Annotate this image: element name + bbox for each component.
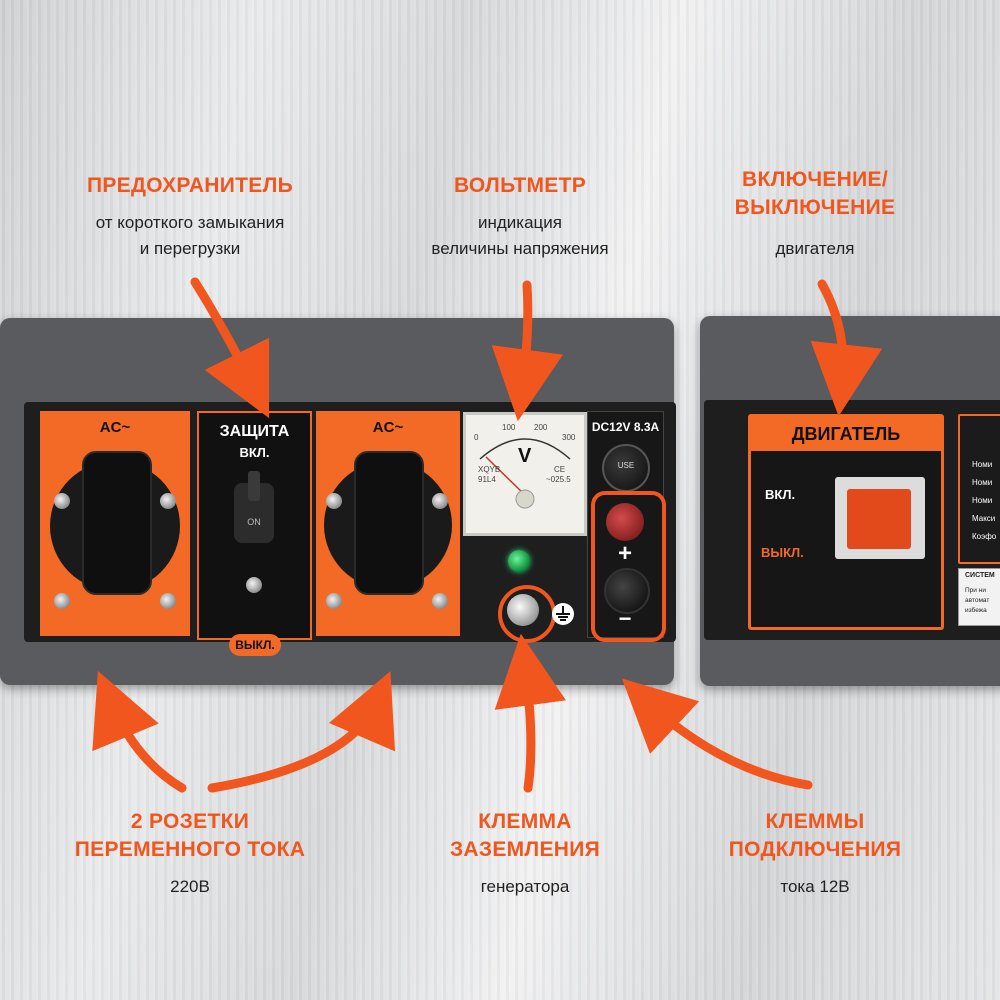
dc-annotation-title-1: КЛЕММЫ [765,810,865,833]
system-note-line: избежа [965,607,987,614]
system-note-plate: СИСТЕМ При ни автомат избежа [958,568,1000,626]
system-note-line: При ни [965,587,986,594]
fuse-breaker-on-label: ВКЛ. [239,445,270,460]
fuse-breaker-off-label: ВЫКЛ. [229,634,281,656]
spec-row: Макси [972,514,996,523]
system-note-line: автомат [965,597,990,604]
screw-icon [160,593,176,609]
arrow-icon [494,633,567,793]
screw-icon [54,493,70,509]
spec-row: Номи [972,478,993,487]
arrow-icon [810,279,883,417]
voltmeter-dial-icon [479,438,571,509]
system-note-title: СИСТЕМ [965,572,995,579]
sockets-annotation-line-1: 220В [170,877,210,896]
ground-annotation-title-2: ЗАЗЕМЛЕНИЯ [449,838,601,861]
voltmeter-unit: V [518,445,532,467]
voltmeter-class: ~025.5 [546,475,571,484]
screw-icon [432,593,448,609]
voltmeter-scale-200: 200 [534,423,548,432]
engine-rocker-switch[interactable] [847,489,911,549]
arrow-icon [491,280,564,422]
engine-title: ДВИГАТЕЛЬ [751,417,941,451]
dc-annotation-line-1: тока 12В [780,877,850,896]
socket-left-cover[interactable] [82,451,152,595]
engine-on-label: ВКЛ. [765,487,796,502]
ground-symbol-icon [552,603,574,625]
arrow-icon [621,678,813,790]
socket-right-label: AC~ [372,419,404,436]
voltmeter-annotation-title: ВОЛЬТМЕТР [453,174,587,197]
voltmeter-ce-mark: CE [554,465,566,474]
dc-terminals-highlight [591,491,666,642]
dc-plus-sign: + [617,540,632,567]
dc-negative-terminal[interactable] [604,568,650,614]
voltmeter-scale-100: 100 [502,423,516,432]
socket-left-label: AC~ [99,419,131,436]
sockets-annotation-title-1: 2 РОЗЕТКИ [130,810,250,833]
fuse-annotation-line-1: от короткого замыкания [95,213,285,232]
indicator-lamp [508,550,530,572]
fuse-breaker-switch[interactable]: ON [234,471,274,543]
dc-output-label: DC12V 8.3A [591,420,660,434]
fuse-breaker-title: ЗАЩИТА [219,423,290,440]
voltmeter-annotation-line-1: индикация [477,213,562,232]
fuse-toggle-lever[interactable] [248,471,260,501]
dc-positive-terminal[interactable] [606,503,644,541]
screw-icon [432,493,448,509]
dc-minus-sign: − [618,606,632,631]
socket-left-plate: AC~ [40,411,190,636]
voltmeter-scale-300: 300 [562,433,576,442]
specs-plate: Номи Номи Номи Макси Коэфо [958,414,1000,564]
screw-icon [246,577,262,593]
socket-right-cover[interactable] [354,451,424,595]
arrow-icon [92,670,187,793]
fuse-annotation-line-2: и перегрузки [139,239,241,258]
engine-annotation-title-1: ВКЛЮЧЕНИЕ/ [742,168,888,191]
fuse-breaker-plate: ЗАЩИТА ВКЛ. ON ВЫКЛ. [197,411,312,656]
screw-icon [326,593,342,609]
voltmeter-annotation-line-2: величины напряжения [431,239,609,258]
screw-icon [326,493,342,509]
spec-row: Номи [972,460,993,469]
fuse-switch-mark: ON [247,517,261,527]
voltmeter: 0 100 200 300 V XQYB 91L4 CE ~025.5 [463,412,587,536]
sockets-annotation-title-2: ПЕРЕМЕННОГО ТОКА [74,838,306,861]
spec-row: Коэфо [972,532,997,541]
voltmeter-brand: XQYB [478,465,501,474]
voltmeter-scale-0: 0 [474,433,479,442]
engine-annotation-line-1: двигателя [775,239,855,258]
fuse-annotation-title: ПРЕДОХРАНИТЕЛЬ [86,174,294,197]
arrow-icon [190,277,270,419]
dc-fuse-cap-text: USE [617,461,635,470]
screw-icon [54,593,70,609]
engine-switch-plate: ДВИГАТЕЛЬ ВКЛ. ВЫКЛ. [748,414,944,630]
socket-right-plate: AC~ [316,411,460,636]
screw-icon [160,493,176,509]
engine-off-label: ВЫКЛ. [761,545,804,560]
spec-row: Номи [972,496,993,505]
ground-annotation-line-1: генератора [480,877,570,896]
voltmeter-model: 91L4 [478,475,496,484]
engine-annotation-title-2: ВЫКЛЮЧЕНИЕ [734,196,896,219]
ground-terminal[interactable] [507,594,539,626]
arrow-icon [207,671,395,793]
dc-annotation-title-2: ПОДКЛЮЧЕНИЯ [728,838,902,861]
ground-annotation-title-1: КЛЕММА [478,810,572,833]
